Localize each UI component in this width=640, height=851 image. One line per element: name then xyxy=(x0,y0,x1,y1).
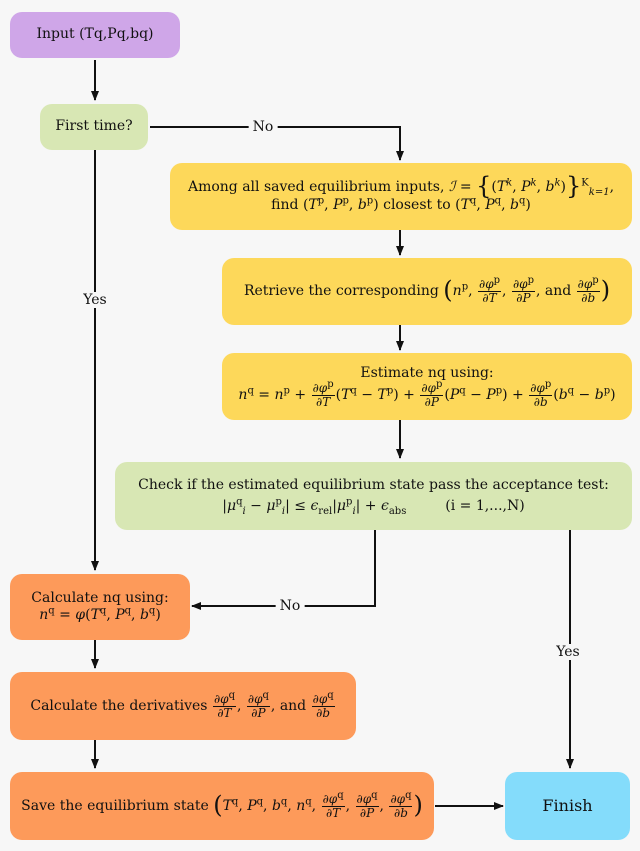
estimate-node: Estimate nq using: nq = np + ∂φp∂T(Tq − … xyxy=(222,353,632,420)
calculate-n-node: Calculate nq using: nq = φ(Tq, Pq, bq) xyxy=(10,574,190,640)
retrieve-and: and xyxy=(544,283,572,300)
check-range: (i = 1,...,N) xyxy=(445,498,525,514)
estimate-title: Estimate nq using: xyxy=(360,364,494,381)
estimate-formula: nq = np + ∂φp∂T(Tq − Tp) + ∂φp∂P(Pq − Pp… xyxy=(238,379,616,409)
save-line: Save the equilibrium state (Tq, Pq, bq, … xyxy=(21,789,423,820)
finish-label: Finish xyxy=(542,796,593,815)
find-closest-node: Among all saved equilibrium inputs, ℐ = … xyxy=(170,163,632,230)
edge-label-no-first: No xyxy=(248,119,278,135)
find-line-2: find (Tp, Pp, bp) closest to (Tq, Pq, bq… xyxy=(271,194,531,213)
acceptance-test-node: Check if the estimated equilibrium state… xyxy=(115,462,632,530)
finish-node: Finish xyxy=(505,772,630,840)
input-node: Input (Tq,Pq,bq) xyxy=(10,12,180,58)
retrieve-line: Retrieve the corresponding (np, ∂φp∂T, ∂… xyxy=(243,275,611,305)
find-line-1: Among all saved equilibrium inputs, ℐ = … xyxy=(187,172,615,200)
check-formula: |μqi − μpi| ≤ ϵrel|μpi| + ϵabs (i = 1,..… xyxy=(222,496,525,517)
find-set-expr: ℐ = {(Tk, Pk, bk)}Kk=1, xyxy=(448,172,615,200)
retrieve-node: Retrieve the corresponding (np, ∂φp∂T, ∂… xyxy=(222,258,632,325)
calc-title: Calculate nq using: xyxy=(31,589,169,606)
arrow-check-no xyxy=(191,530,376,610)
find-line2-mid: closest to xyxy=(383,196,451,213)
edge-label-yes-check: Yes xyxy=(552,644,584,660)
edge-label-no-check: No xyxy=(275,598,305,614)
arrow-first-no xyxy=(150,126,404,161)
derivatives-node: Calculate the derivatives ∂φq∂T, ∂φq∂P, … xyxy=(10,672,356,740)
first-time-decision: First time? xyxy=(40,104,148,150)
edge-label-yes-first: Yes xyxy=(79,292,111,308)
check-title: Check if the estimated equilibrium state… xyxy=(138,476,609,493)
derivatives-line: Calculate the derivatives ∂φq∂T, ∂φq∂P, … xyxy=(30,689,335,720)
calc-formula: nq = φ(Tq, Pq, bq) xyxy=(39,605,161,623)
retrieve-prefix: Retrieve the corresponding xyxy=(243,283,439,300)
derivatives-prefix: Calculate the derivatives xyxy=(30,698,208,714)
derivatives-and: and xyxy=(279,698,307,714)
find-line2-prefix: find xyxy=(271,196,299,213)
save-state-node: Save the equilibrium state (Tq, Pq, bq, … xyxy=(10,772,434,840)
first-time-label: First time? xyxy=(55,118,133,135)
find-line1-text: Among all saved equilibrium inputs, xyxy=(187,179,445,195)
input-label: Input (Tq,Pq,bq) xyxy=(36,26,154,43)
save-prefix: Save the equilibrium state xyxy=(21,798,209,814)
